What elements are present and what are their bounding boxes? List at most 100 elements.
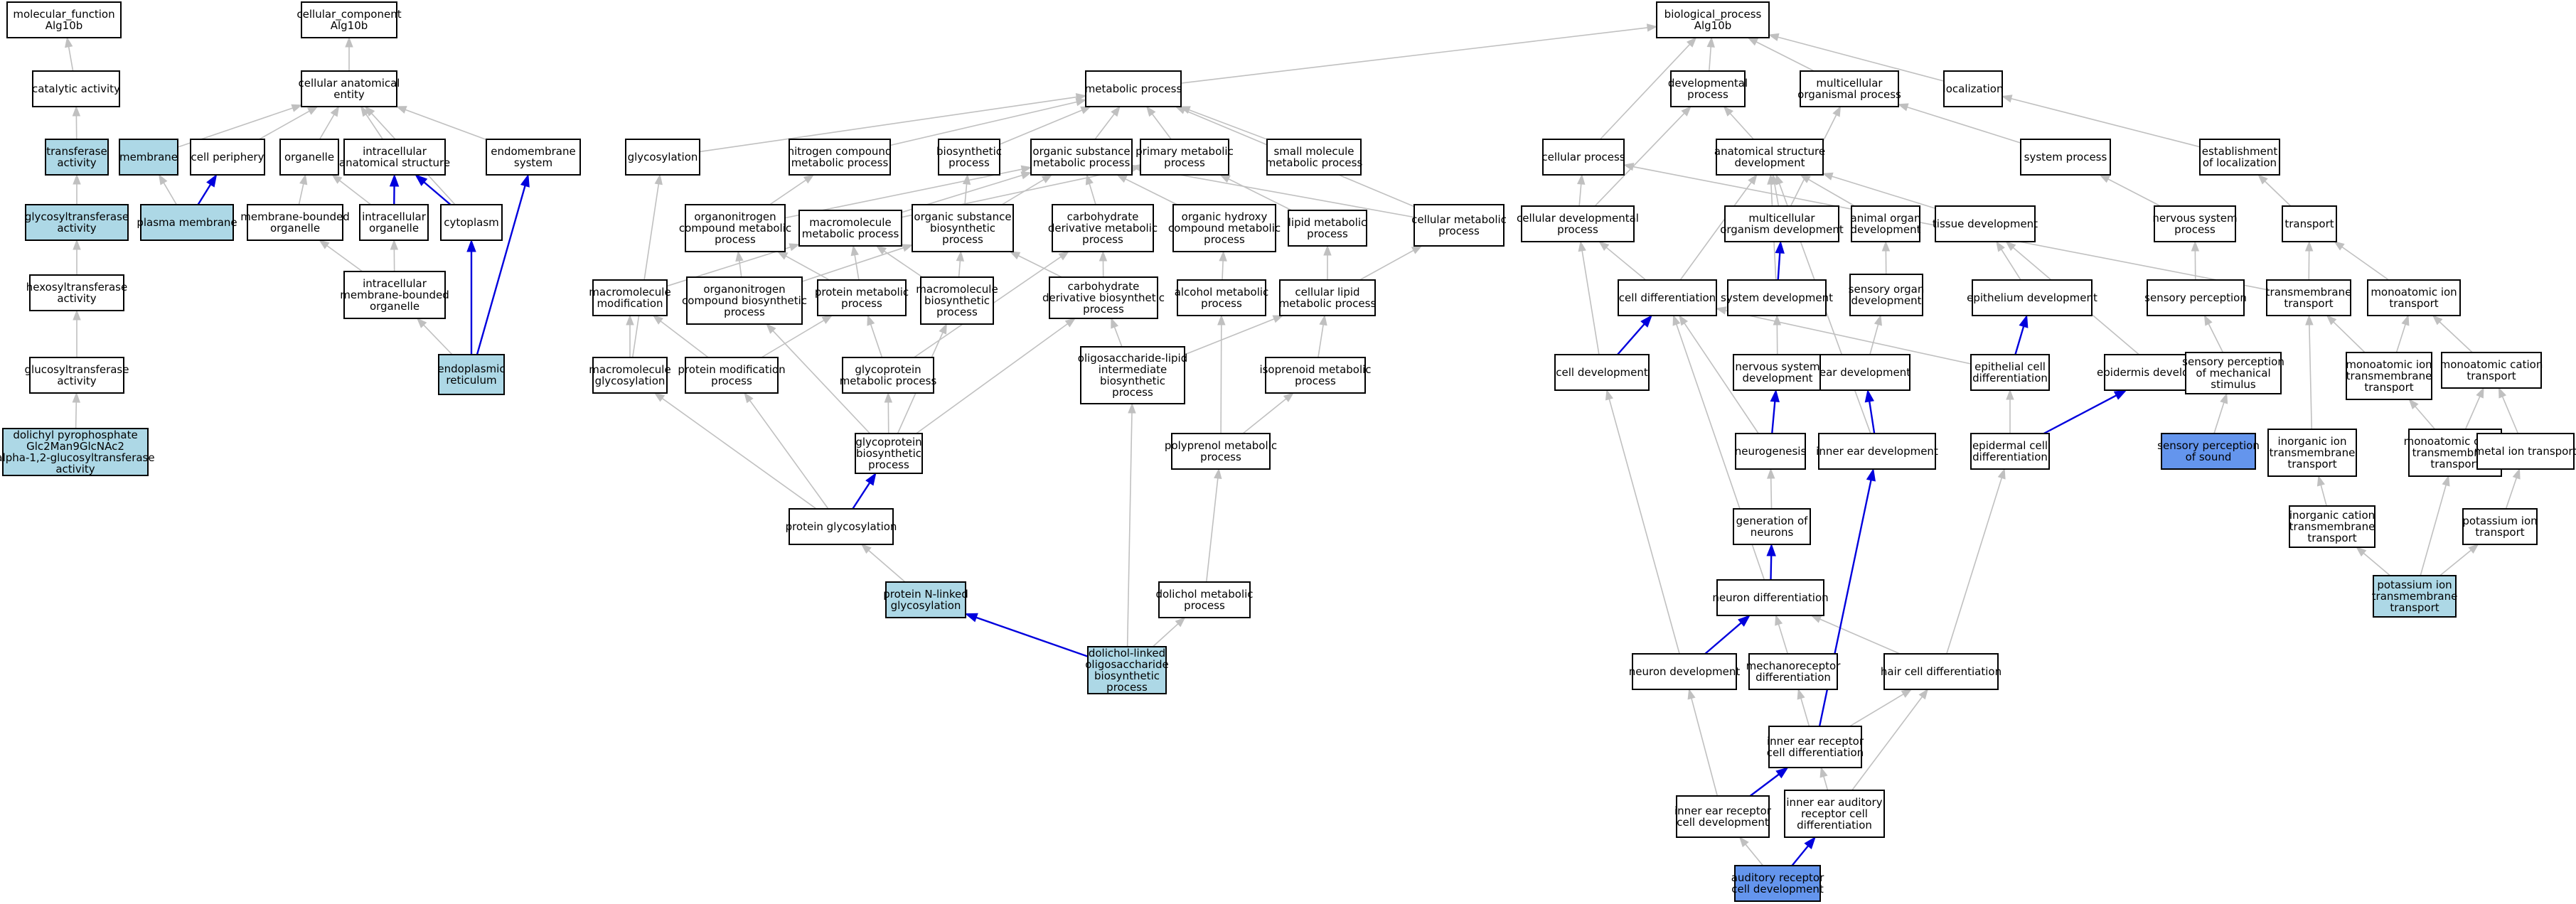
node-ied[interactable]: inner ear development: [1816, 433, 1938, 470]
node-sysdev[interactable]: system development: [1721, 279, 1833, 316]
node-protglyc[interactable]: protein glycosylation: [786, 508, 897, 545]
node-plasmamembrane[interactable]: plasma membrane: [137, 204, 237, 241]
node-hcd[interactable]: hair cell differentiation: [1881, 653, 2002, 690]
node-eard[interactable]: ear development: [1819, 354, 1910, 391]
node-glycosylation[interactable]: glycosylation: [625, 139, 700, 176]
node-sysp[interactable]: system process: [2020, 139, 2111, 176]
node-tissued[interactable]: tissue development: [1933, 205, 2038, 242]
node-organelle[interactable]: organelle: [279, 139, 339, 176]
node-celldev[interactable]: cell development: [1554, 354, 1650, 391]
node-epidev[interactable]: epithelium development: [1967, 279, 2097, 316]
node-cytoplasm[interactable]: cytoplasm: [440, 204, 503, 241]
node-transport[interactable]: transport: [2282, 205, 2337, 242]
node-membrane[interactable]: membrane: [119, 139, 178, 176]
node-metabolic[interactable]: metabolic process: [1085, 70, 1182, 107]
node-neurogenesis[interactable]: neurogenesis: [1735, 433, 1807, 470]
node-celldiff[interactable]: cell differentiation: [1618, 279, 1717, 316]
node-cellp[interactable]: cellular process: [1541, 139, 1625, 176]
node-localization[interactable]: localization: [1943, 70, 2004, 107]
node-neurdev[interactable]: neuron development: [1629, 653, 1741, 690]
node-neurdiff[interactable]: neuron differentiation: [1712, 579, 1829, 616]
node-catalytic[interactable]: catalytic activity: [32, 70, 120, 107]
node-mit2[interactable]: metal ion transport: [2474, 433, 2576, 470]
node-olibp[interactable]: oligosaccharide-lipidintermediatebiosynt…: [1078, 346, 1187, 404]
edge-ierccd-to-mechdiff: [1800, 698, 1810, 727]
node-dlobp[interactable]: dolichol-linkedoligosaccharidebiosynthet…: [1085, 646, 1169, 694]
node-dolichylpp[interactable]: dolichyl pyrophosphateGlc2Man9GlcNAc2alp…: [0, 428, 155, 476]
node-cellperiphery[interactable]: cell periphery: [190, 139, 265, 176]
edge-olibp-to-clmp: [1184, 318, 1275, 355]
node-sensperc[interactable]: sensory perception: [2144, 279, 2247, 316]
